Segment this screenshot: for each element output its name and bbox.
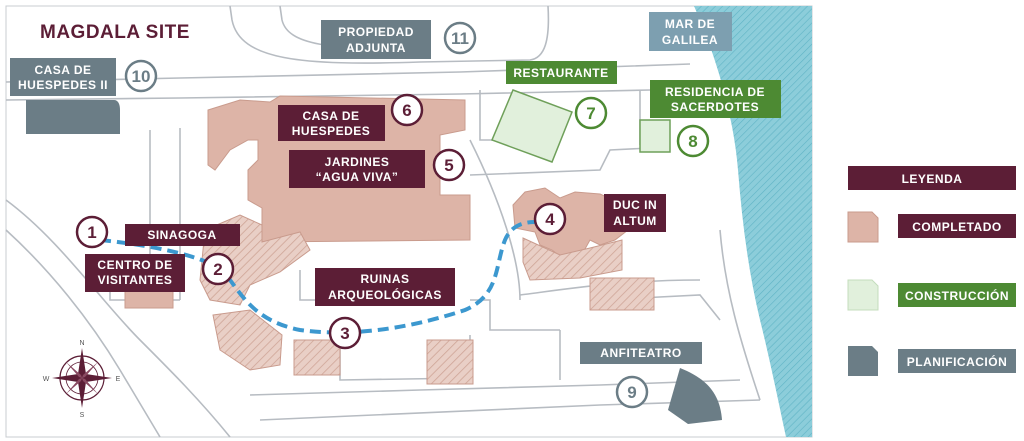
legend-item-planificacion: PLANIFICACIÓN	[848, 346, 1016, 376]
svg-text:10: 10	[132, 67, 151, 86]
label-propiedad-adjunta: PROPIEDAD ADJUNTA	[321, 20, 431, 59]
svg-text:RESIDENCIA DE: RESIDENCIA DE	[665, 85, 765, 99]
marker-5[interactable]: 5	[432, 148, 466, 182]
svg-text:W: W	[43, 376, 50, 383]
svg-text:PROPIEDAD: PROPIEDAD	[338, 25, 414, 39]
label-mar-de-galilea: MAR DE GALILEA	[649, 12, 732, 51]
svg-text:CONSTRUCCIÓN: CONSTRUCCIÓN	[905, 288, 1009, 303]
legend-item-completado: COMPLETADO	[847, 211, 1016, 243]
svg-text:11: 11	[451, 29, 469, 48]
compass-rose-icon: N S E W	[43, 340, 121, 419]
label-casa-de-huespedes-ii: CASA DE HUESPEDES II	[10, 58, 116, 96]
casa-huespedes-ii-building	[26, 100, 120, 134]
svg-text:ADJUNTA: ADJUNTA	[346, 41, 406, 55]
marker-3[interactable]: 3	[328, 316, 362, 350]
label-sinagoga: SINAGOGA	[125, 224, 240, 246]
svg-text:ALTUM: ALTUM	[613, 214, 657, 228]
sea-of-galilee	[694, 6, 812, 437]
svg-text:CENTRO DE: CENTRO DE	[97, 258, 172, 272]
svg-text:DUC IN: DUC IN	[613, 198, 657, 212]
residencia-building	[639, 119, 671, 153]
planning-swatch	[848, 346, 878, 376]
svg-text:N: N	[79, 340, 84, 347]
svg-text:RUINAS: RUINAS	[360, 272, 409, 286]
svg-text:ARQUEOLÓGICAS: ARQUEOLÓGICAS	[328, 287, 442, 302]
svg-text:8: 8	[688, 132, 697, 151]
east-ruins	[589, 277, 655, 311]
svg-text:E: E	[116, 376, 121, 383]
map-title: MAGDALA SITE	[40, 22, 190, 43]
svg-text:SINAGOGA: SINAGOGA	[147, 228, 216, 242]
legend-item-construccion: CONSTRUCCIÓN	[847, 279, 1016, 311]
label-ruinas: RUINAS ARQUEOLÓGICAS	[315, 268, 455, 306]
restaurante-building	[491, 89, 573, 163]
label-casa-de-huespedes: CASA DE HUESPEDES	[278, 105, 385, 141]
label-residencia: RESIDENCIA DE SACERDOTES	[650, 80, 781, 118]
planning-buildings	[26, 100, 722, 424]
construction-swatch	[847, 279, 879, 311]
legend: LEYENDA COMPLETADO CONSTRUCCIÓN PLANIFIC…	[847, 166, 1016, 376]
marker-2[interactable]: 2	[201, 252, 235, 286]
marker-11[interactable]: 11	[443, 21, 477, 55]
svg-text:6: 6	[402, 101, 411, 120]
construction-buildings	[491, 89, 671, 163]
label-jardines: JARDINES “AGUA VIVA”	[289, 150, 425, 188]
svg-text:LEYENDA: LEYENDA	[902, 172, 963, 186]
anfiteatro-building	[668, 368, 722, 424]
svg-text:VISITANTES: VISITANTES	[98, 273, 173, 287]
svg-text:“AGUA VIVA”: “AGUA VIVA”	[316, 170, 399, 184]
svg-text:2: 2	[213, 260, 222, 279]
completed-swatch	[847, 211, 879, 243]
svg-text:4: 4	[545, 210, 555, 229]
marker-9[interactable]: 9	[615, 375, 649, 409]
svg-text:COMPLETADO: COMPLETADO	[912, 220, 1001, 234]
svg-text:MAR DE: MAR DE	[665, 17, 715, 31]
svg-text:HUESPEDES II: HUESPEDES II	[18, 78, 108, 92]
duc-in-altum-ruins	[522, 237, 623, 281]
marker-1[interactable]: 1	[75, 215, 109, 249]
south-ruins-2	[293, 339, 341, 376]
svg-text:GALILEA: GALILEA	[662, 33, 718, 47]
svg-text:JARDINES: JARDINES	[325, 155, 390, 169]
marker-8[interactable]: 8	[676, 124, 710, 158]
marker-10[interactable]: 10	[124, 59, 158, 93]
svg-text:5: 5	[444, 156, 453, 175]
svg-text:3: 3	[340, 324, 349, 343]
south-ruins-3	[426, 339, 474, 385]
legend-title: LEYENDA	[848, 166, 1016, 190]
svg-text:CASA DE: CASA DE	[302, 109, 359, 123]
label-anfiteatro: ANFITEATRO	[580, 342, 702, 364]
svg-text:CASA DE: CASA DE	[34, 63, 91, 77]
label-centro-de-visitantes: CENTRO DE VISITANTES	[85, 254, 185, 292]
svg-text:ANFITEATRO: ANFITEATRO	[600, 346, 681, 360]
svg-text:RESTAURANTE: RESTAURANTE	[513, 66, 608, 80]
marker-4[interactable]: 4	[533, 202, 567, 236]
svg-text:S: S	[80, 412, 85, 419]
label-duc-in-altum: DUC IN ALTUM	[604, 194, 666, 232]
svg-text:HUESPEDES: HUESPEDES	[292, 124, 371, 138]
label-restaurante: RESTAURANTE	[506, 61, 617, 84]
svg-text:7: 7	[586, 104, 595, 123]
svg-text:SACERDOTES: SACERDOTES	[671, 100, 759, 114]
south-ruins-1	[212, 309, 283, 371]
svg-text:9: 9	[627, 383, 636, 402]
svg-text:PLANIFICACIÓN: PLANIFICACIÓN	[907, 354, 1008, 369]
marker-6[interactable]: 6	[390, 93, 424, 127]
marker-7[interactable]: 7	[574, 96, 608, 130]
svg-text:1: 1	[87, 223, 96, 242]
